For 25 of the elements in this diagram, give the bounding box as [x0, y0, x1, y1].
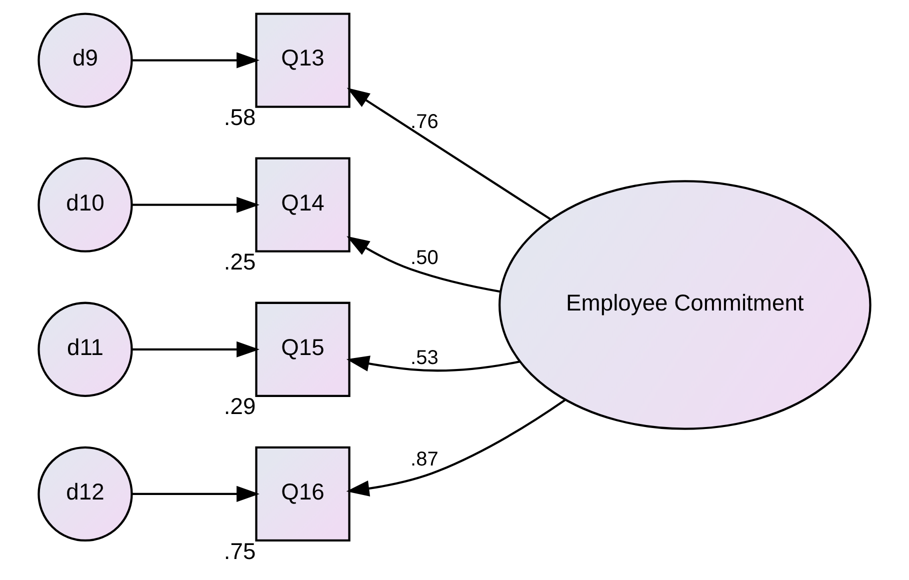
- node-box: Q16: [255, 446, 350, 542]
- edge-label: .53: [410, 346, 438, 369]
- arrow: [346, 356, 520, 372]
- node-circle: d9: [38, 12, 133, 108]
- node-label: .29: [224, 393, 256, 420]
- arrow: [132, 341, 260, 358]
- arrow: [132, 196, 260, 213]
- node-circle: d12: [38, 446, 133, 542]
- node-ellipse: Employee Commitment: [498, 180, 872, 430]
- node-label: .25: [224, 248, 256, 275]
- arrow: [346, 88, 552, 220]
- node-label: .75: [224, 538, 256, 564]
- node-circle: d11: [38, 302, 133, 397]
- node-circle: d10: [38, 157, 133, 252]
- edge-label: .50: [410, 246, 438, 269]
- edge-label: .76: [410, 110, 438, 133]
- node-box: Q13: [255, 12, 350, 108]
- node-box: Q15: [255, 302, 350, 397]
- arrow: [132, 52, 260, 68]
- node-box: Q14: [255, 157, 350, 252]
- node-label: .58: [224, 104, 256, 130]
- arrow: [346, 399, 566, 496]
- edge-label: .87: [410, 448, 438, 471]
- arrow: [346, 236, 501, 293]
- arrow: [132, 486, 260, 502]
